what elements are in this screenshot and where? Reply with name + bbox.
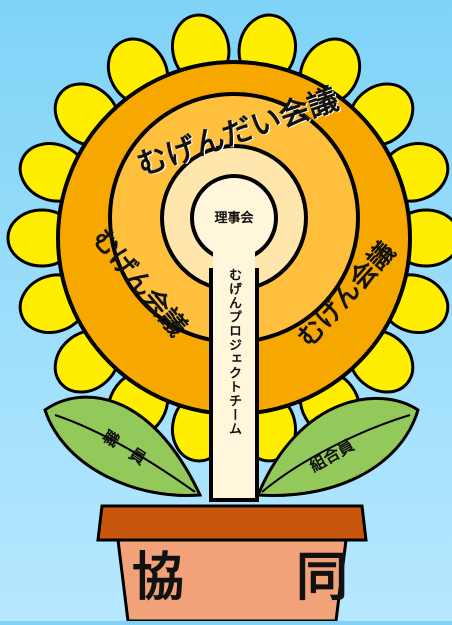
stem [209,268,259,502]
board-label: 理事会 [214,211,254,226]
project-team-label: むげんプロジェクトチーム [226,268,241,436]
left-leaf [43,395,203,498]
pot-label: 協 同 [132,548,379,608]
stem-join [213,240,255,280]
pot-rim [96,504,368,542]
